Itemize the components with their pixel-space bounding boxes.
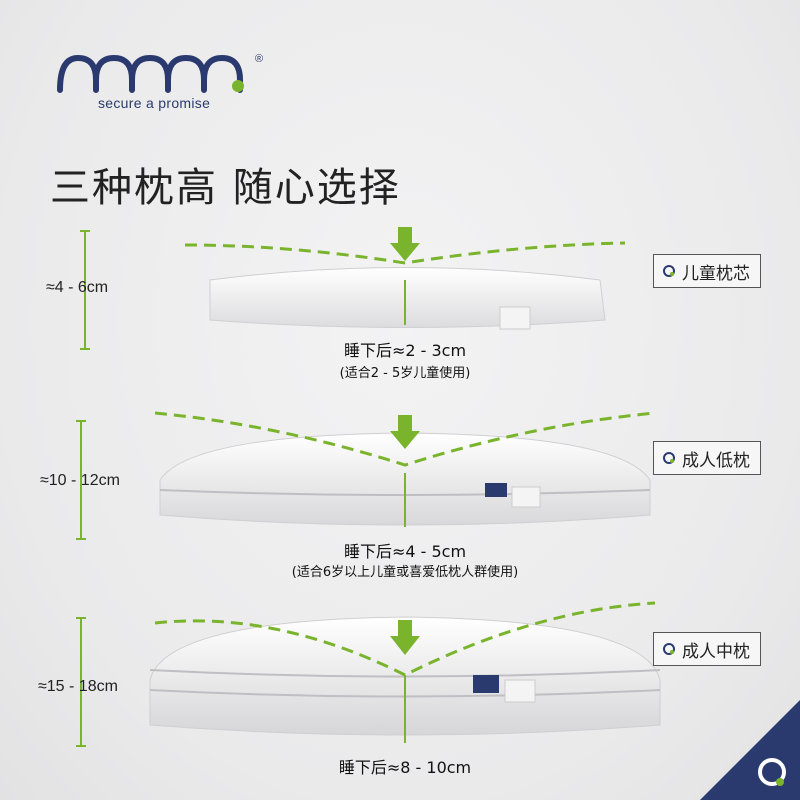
height-ruler xyxy=(80,230,96,350)
brand-mark-icon xyxy=(663,452,675,464)
pillow-height-label: ≈10 - 12cm xyxy=(40,472,120,489)
height-ruler xyxy=(76,420,92,540)
tag-medium-pillow: 成人中枕 xyxy=(653,632,761,666)
brand-mark-icon xyxy=(663,643,675,655)
usage-note: (适合2 - 5岁儿童使用) xyxy=(339,366,471,381)
brand-logo: ® xyxy=(57,53,263,93)
tag-low-pillow: 成人低枕 xyxy=(653,441,761,475)
brand-tagline: secure a promise xyxy=(98,95,211,111)
after-sleep-height: 睡下后≈8 - 10cm xyxy=(338,758,472,777)
after-sleep-height: 睡下后≈4 - 5cm xyxy=(343,542,467,561)
pillow-image xyxy=(154,411,656,527)
pillow-height-label: ≈15 - 18cm xyxy=(38,678,118,695)
tag-child-pillow: 儿童枕芯 xyxy=(653,254,761,288)
pillow-height-label: ≈4 - 6cm xyxy=(46,279,109,296)
tag-label: 成人低枕 xyxy=(682,450,750,471)
pillow-image xyxy=(149,601,661,743)
down-arrow-icon xyxy=(390,620,420,655)
tag-label: 成人中枕 xyxy=(682,641,750,662)
height-ruler xyxy=(76,617,92,747)
after-sleep-height: 睡下后≈2 - 3cm xyxy=(343,341,467,360)
usage-note: (适合6岁以上儿童或喜爱低枕人群使用) xyxy=(291,565,519,580)
down-arrow-icon xyxy=(390,415,420,449)
brand-mark-icon xyxy=(700,700,800,800)
svg-text:®: ® xyxy=(255,53,263,65)
page-title: 三种枕高 随心选择 xyxy=(50,165,401,211)
tag-label: 儿童枕芯 xyxy=(682,263,750,284)
pillow-image xyxy=(184,227,626,330)
down-arrow-icon xyxy=(390,227,420,261)
brand-mark-icon xyxy=(663,265,675,277)
